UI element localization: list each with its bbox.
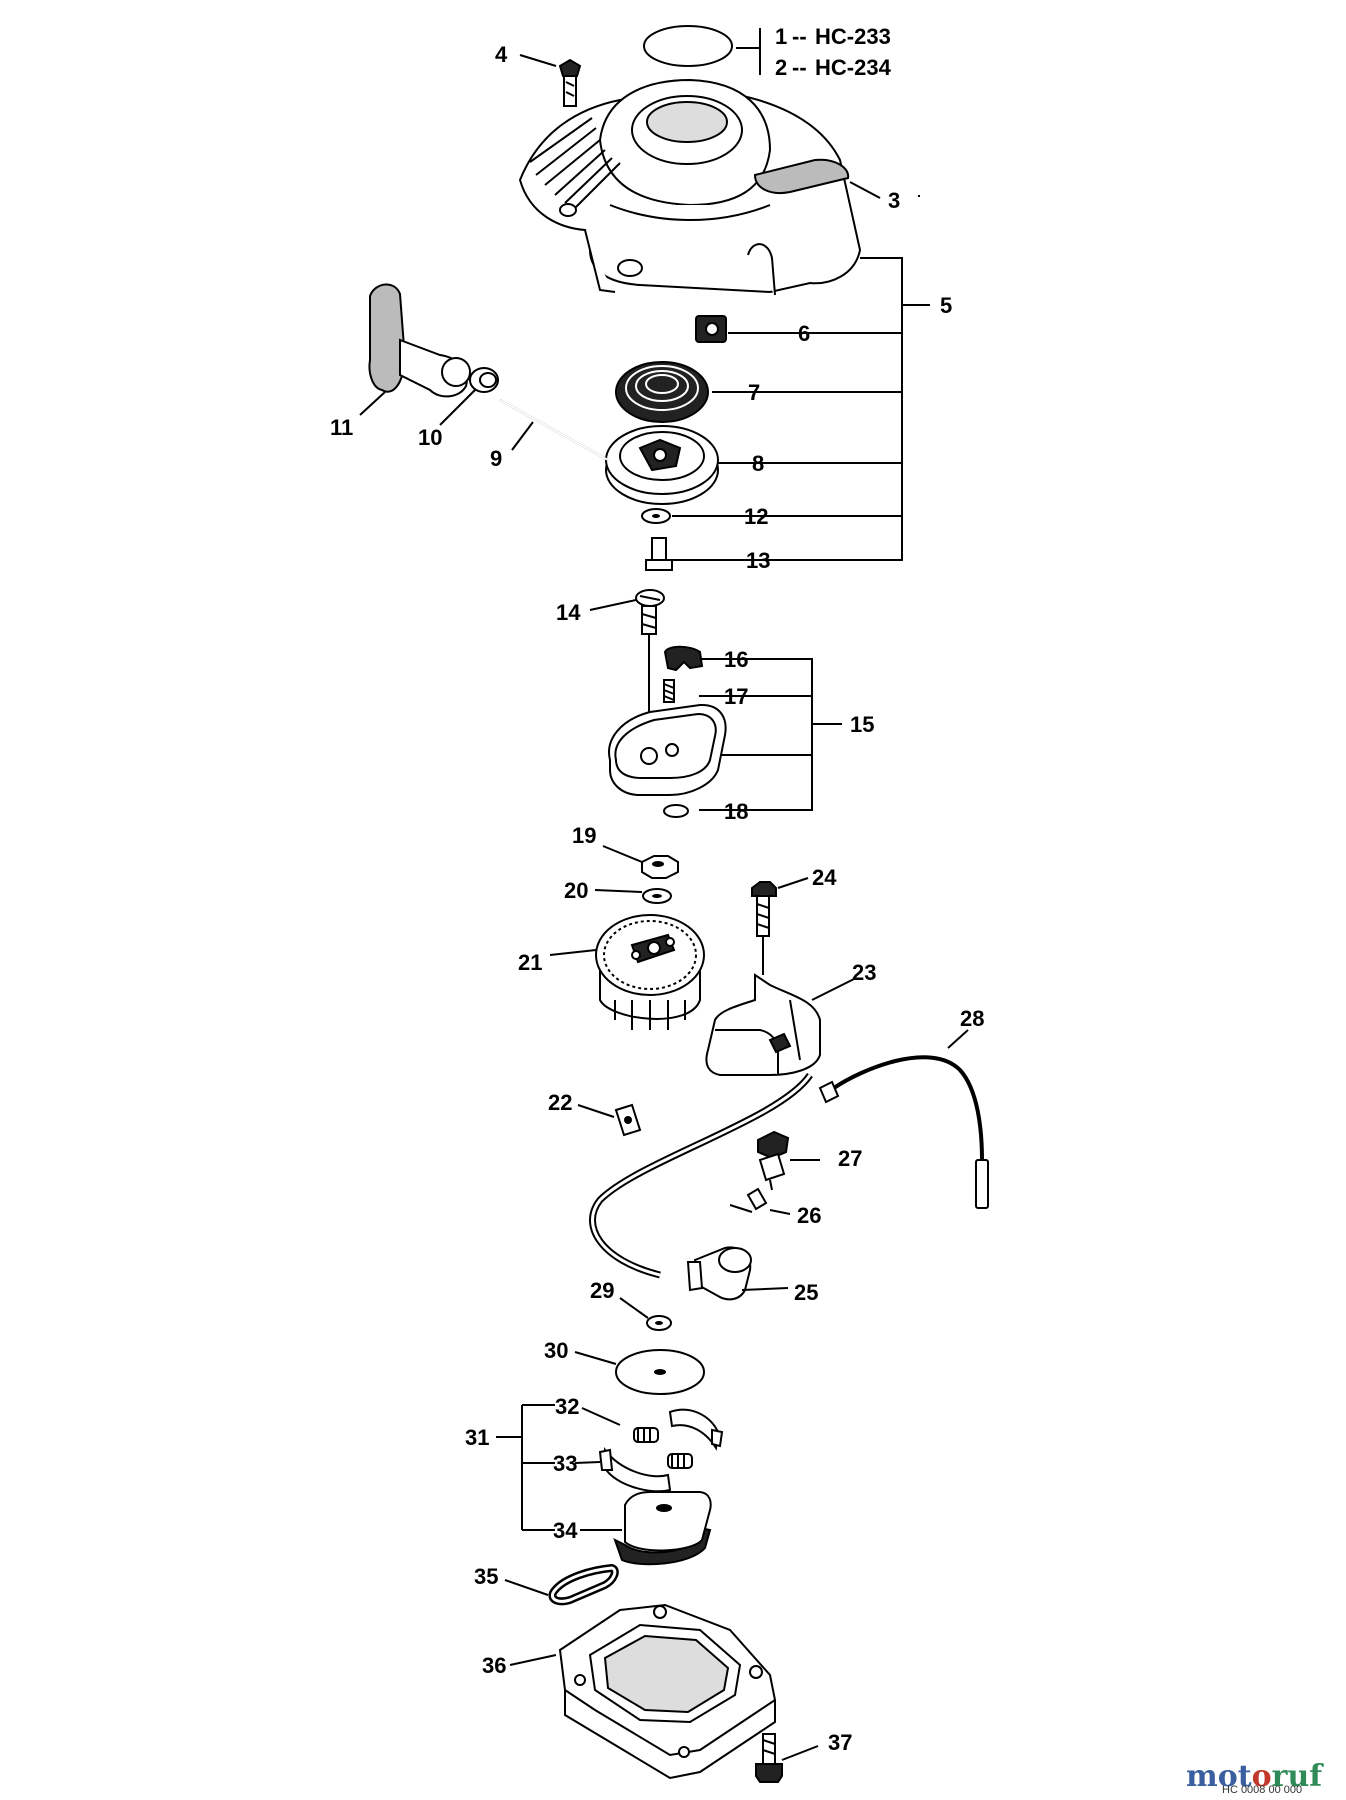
starter-handle-part-11 <box>368 283 471 398</box>
rope-guide-part-10 <box>469 367 499 393</box>
screw-part-4 <box>558 58 582 107</box>
callout-8: 8 <box>752 451 764 476</box>
callout-20: 20 <box>564 878 588 903</box>
ratchet-plate-part-15 <box>608 703 727 796</box>
callout-33: 33 <box>553 1451 577 1476</box>
callout-17: 17 <box>724 684 748 709</box>
key-part-22 <box>614 1103 642 1137</box>
flywheel-part-21 <box>595 914 705 1030</box>
bolt-part-24 <box>751 881 777 975</box>
nut-part-19 <box>641 855 679 879</box>
clutch-shoes-part-33 <box>598 1408 724 1493</box>
callout-23: 23 <box>852 960 876 985</box>
callout-11: 11 <box>330 415 353 440</box>
diagram-code: HC 0008 00 000 <box>1222 1784 1302 1796</box>
legend-1-model: HC-233 <box>815 24 891 49</box>
spring-part-7 <box>615 361 709 423</box>
clutch-housing-part-36 <box>558 1603 777 1780</box>
watermark-logo-part-3: ruf <box>1272 1759 1325 1794</box>
callout-7: 7 <box>748 380 760 405</box>
callout-27: 27 <box>838 1146 862 1171</box>
ignition-coil-part-23 <box>705 973 821 1076</box>
terminal-part-26 <box>729 1187 768 1213</box>
callout-12: 12 <box>744 504 768 529</box>
starter-housing <box>518 78 862 296</box>
stop-wire-part-28 <box>818 1055 989 1209</box>
bolt-part-13 <box>645 537 673 571</box>
spark-plug-cap-part-25 <box>686 1246 752 1301</box>
callout-24: 24 <box>812 865 837 890</box>
callout-22: 22 <box>548 1090 572 1115</box>
callout-21: 21 <box>518 950 542 975</box>
callout-4: 4 <box>495 42 508 67</box>
watermark-logo-part-1: mot <box>1186 1759 1252 1794</box>
callout-16: 16 <box>724 647 748 672</box>
callout-18: 18 <box>724 799 748 824</box>
callout-32: 32 <box>555 1394 579 1419</box>
callout-36: 36 <box>482 1653 506 1678</box>
callout-35: 35 <box>474 1564 498 1589</box>
callout-6: 6 <box>798 321 810 346</box>
callout-14: 14 <box>556 600 581 625</box>
callout-26: 26 <box>797 1203 821 1228</box>
nut-part-6 <box>695 315 727 343</box>
label-decal-part-3 <box>753 158 850 194</box>
legend-2-sep: -- <box>792 55 807 80</box>
legend-1-num: 1 <box>775 24 787 49</box>
legend-2-num: 2 <box>775 55 787 80</box>
callout-25: 25 <box>794 1280 818 1305</box>
callout-31: 31 <box>465 1425 489 1450</box>
legend-1-sep: -- <box>792 24 807 49</box>
callout-34: 34 <box>553 1518 578 1543</box>
legend-2-model: HC-234 <box>815 55 892 80</box>
watermark-logo-part-2: o <box>1252 1759 1272 1794</box>
callout-10: 10 <box>418 425 442 450</box>
callout-9: 9 <box>490 446 502 471</box>
callout-30: 30 <box>544 1338 568 1363</box>
callout-37: 37 <box>828 1730 852 1755</box>
pawl-part-16 <box>663 645 704 672</box>
callout-29: 29 <box>590 1278 614 1303</box>
watermark-logo: motoruf <box>1186 1759 1324 1794</box>
clutch-hub-part-34 <box>613 1491 712 1566</box>
spring-part-17 <box>663 679 675 703</box>
decal-oval <box>643 25 733 67</box>
pulley-part-8 <box>605 425 719 505</box>
callout-3: 3 <box>888 188 900 213</box>
oring-part-35 <box>548 1563 619 1606</box>
spark-plug-part-27 <box>757 1130 790 1191</box>
bolt-part-37 <box>755 1733 783 1783</box>
callout-5: 5 <box>940 293 952 318</box>
clip-part-18 <box>663 804 689 818</box>
callout-19: 19 <box>572 823 596 848</box>
callout-15: 15 <box>850 712 874 737</box>
callout-13: 13 <box>746 548 770 573</box>
callout-28: 28 <box>960 1006 984 1031</box>
